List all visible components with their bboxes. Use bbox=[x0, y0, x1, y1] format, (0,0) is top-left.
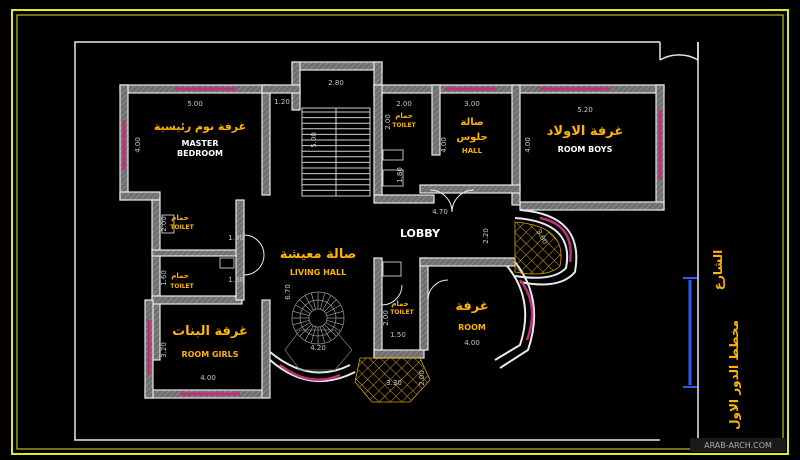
dim-toilet-top-h2: 1.80 bbox=[396, 167, 404, 183]
rosette-ray bbox=[326, 319, 344, 326]
watermark: ARAB-ARCH.COM bbox=[690, 438, 786, 452]
rosette-ray bbox=[325, 322, 341, 332]
plot-boundary bbox=[74, 41, 699, 441]
street-label: الشارع bbox=[711, 250, 725, 290]
girls-label-en: ROOM GIRLS bbox=[181, 350, 238, 359]
windows bbox=[122, 87, 662, 396]
rosette-ray bbox=[319, 292, 326, 310]
dim-bay-h: 2.00 bbox=[418, 370, 426, 386]
boys-label-ar: غرفة الاولاد bbox=[547, 124, 623, 139]
fixtures bbox=[161, 149, 404, 277]
room-labels-english: MASTER BEDROOM ROOM BOYS HALL TOILET TOI… bbox=[170, 122, 612, 359]
dim-toilet-top-w: 2.00 bbox=[396, 100, 412, 108]
dim-girls-w: 4.00 bbox=[200, 374, 216, 382]
rosette-ray bbox=[326, 310, 344, 317]
dim-master-h: 4.00 bbox=[134, 137, 142, 153]
rosette-ray bbox=[319, 326, 326, 344]
street-line bbox=[683, 277, 697, 388]
master-label-en2: BEDROOM bbox=[177, 149, 223, 158]
rosette-ray bbox=[299, 299, 312, 312]
rosette-ray bbox=[310, 326, 317, 344]
rosette-ray bbox=[292, 310, 310, 317]
master-label-en1: MASTER bbox=[182, 139, 219, 148]
living-label-ar: صالة معيشة bbox=[280, 247, 357, 262]
dim-stair-top: 2.80 bbox=[328, 79, 344, 87]
dim-lobby-w: 4.70 bbox=[432, 208, 448, 216]
master-label-ar: غرفة نوم رئيسية bbox=[154, 120, 246, 133]
rosette-ray bbox=[310, 292, 317, 310]
room-labels-arabic: غرفة نوم رئيسية غرفة الاولاد صالة جلوس ح… bbox=[154, 112, 623, 339]
living-rosette bbox=[291, 291, 345, 345]
dim-toilet1-h: 2.00 bbox=[160, 216, 168, 232]
dim-toilet2-h: 1.60 bbox=[160, 270, 168, 286]
floor-title: مخطط الدور الاول bbox=[727, 320, 742, 430]
rosette-ray bbox=[299, 324, 312, 337]
toilet3-label-ar: حمام bbox=[391, 300, 409, 308]
dimension-labels: 5.00 4.00 2.80 1.20 5.00 2.00 2.00 1.80 … bbox=[134, 79, 593, 387]
rosette-ray bbox=[322, 295, 332, 311]
bay-windows bbox=[279, 216, 572, 381]
dim-bay-w: 3.30 bbox=[386, 379, 402, 387]
toilet2-label-en: TOILET bbox=[170, 283, 194, 290]
toilet-top-label-ar: حمام bbox=[395, 112, 413, 120]
toilet-top-label-en: TOILET bbox=[392, 122, 416, 129]
girls-label-ar: غرفة البنات bbox=[172, 324, 248, 339]
boys-label-en: ROOM BOYS bbox=[558, 145, 613, 154]
dim-stair-h: 5.00 bbox=[310, 132, 318, 148]
hall-label-ar2: جلوس bbox=[456, 132, 487, 143]
rosette-ray bbox=[292, 319, 310, 326]
toilet1-label-ar: حمام bbox=[171, 214, 189, 222]
lobby-label-en: LOBBY bbox=[400, 227, 441, 240]
staircase bbox=[301, 107, 371, 197]
dim-boys-w: 5.20 bbox=[577, 106, 593, 114]
dim-toilet3-w: 1.50 bbox=[390, 331, 406, 339]
hall-label-ar1: صالة bbox=[460, 117, 483, 128]
rosette-ray bbox=[295, 304, 311, 314]
dim-toilet1-w: 1.80 bbox=[228, 234, 244, 242]
rosette-ray bbox=[324, 299, 337, 312]
hatched-areas bbox=[284, 221, 562, 403]
dim-hall-w: 3.00 bbox=[464, 100, 480, 108]
watermark-text: ARAB-ARCH.COM bbox=[704, 441, 772, 450]
dim-living-h: 6.70 bbox=[284, 284, 292, 300]
toilet3-label-en: TOILET bbox=[390, 309, 414, 316]
rosette-ray bbox=[304, 325, 314, 341]
rosette-ray bbox=[322, 325, 332, 341]
dim-lobby-h: 2.20 bbox=[482, 228, 490, 244]
dim-toilet2-w: 1.80 bbox=[228, 276, 244, 284]
dim-room-w: 4.00 bbox=[464, 339, 480, 347]
dim-hall-h: 4.00 bbox=[440, 137, 448, 153]
living-label-en: LIVING HALL bbox=[290, 268, 346, 277]
dim-stair-w: 1.20 bbox=[274, 98, 290, 106]
rosette-ray bbox=[295, 322, 311, 332]
doors bbox=[243, 189, 475, 306]
side-annotations: الشارع مخطط الدور الاول bbox=[711, 250, 742, 430]
dim-girls-h: 3.20 bbox=[160, 342, 168, 358]
room-label-en: ROOM bbox=[458, 323, 486, 332]
hall-label-en: HALL bbox=[462, 147, 483, 155]
dim-toilet3-h: 2.00 bbox=[382, 310, 390, 326]
rosette-ray bbox=[304, 295, 314, 311]
toilet1-label-en: TOILET bbox=[170, 224, 194, 231]
room-label-ar: غرفة bbox=[455, 299, 488, 314]
dim-toilet-top-h: 2.00 bbox=[384, 114, 392, 130]
rosette-ray bbox=[324, 324, 337, 337]
dim-master-w: 5.00 bbox=[187, 100, 203, 108]
rosette-ray bbox=[325, 304, 341, 314]
dim-living-w: 4.20 bbox=[310, 344, 326, 352]
drawing-frame bbox=[11, 9, 789, 455]
toilet2-label-ar: حمام bbox=[171, 272, 189, 280]
dim-boys-h: 4.00 bbox=[524, 137, 532, 153]
